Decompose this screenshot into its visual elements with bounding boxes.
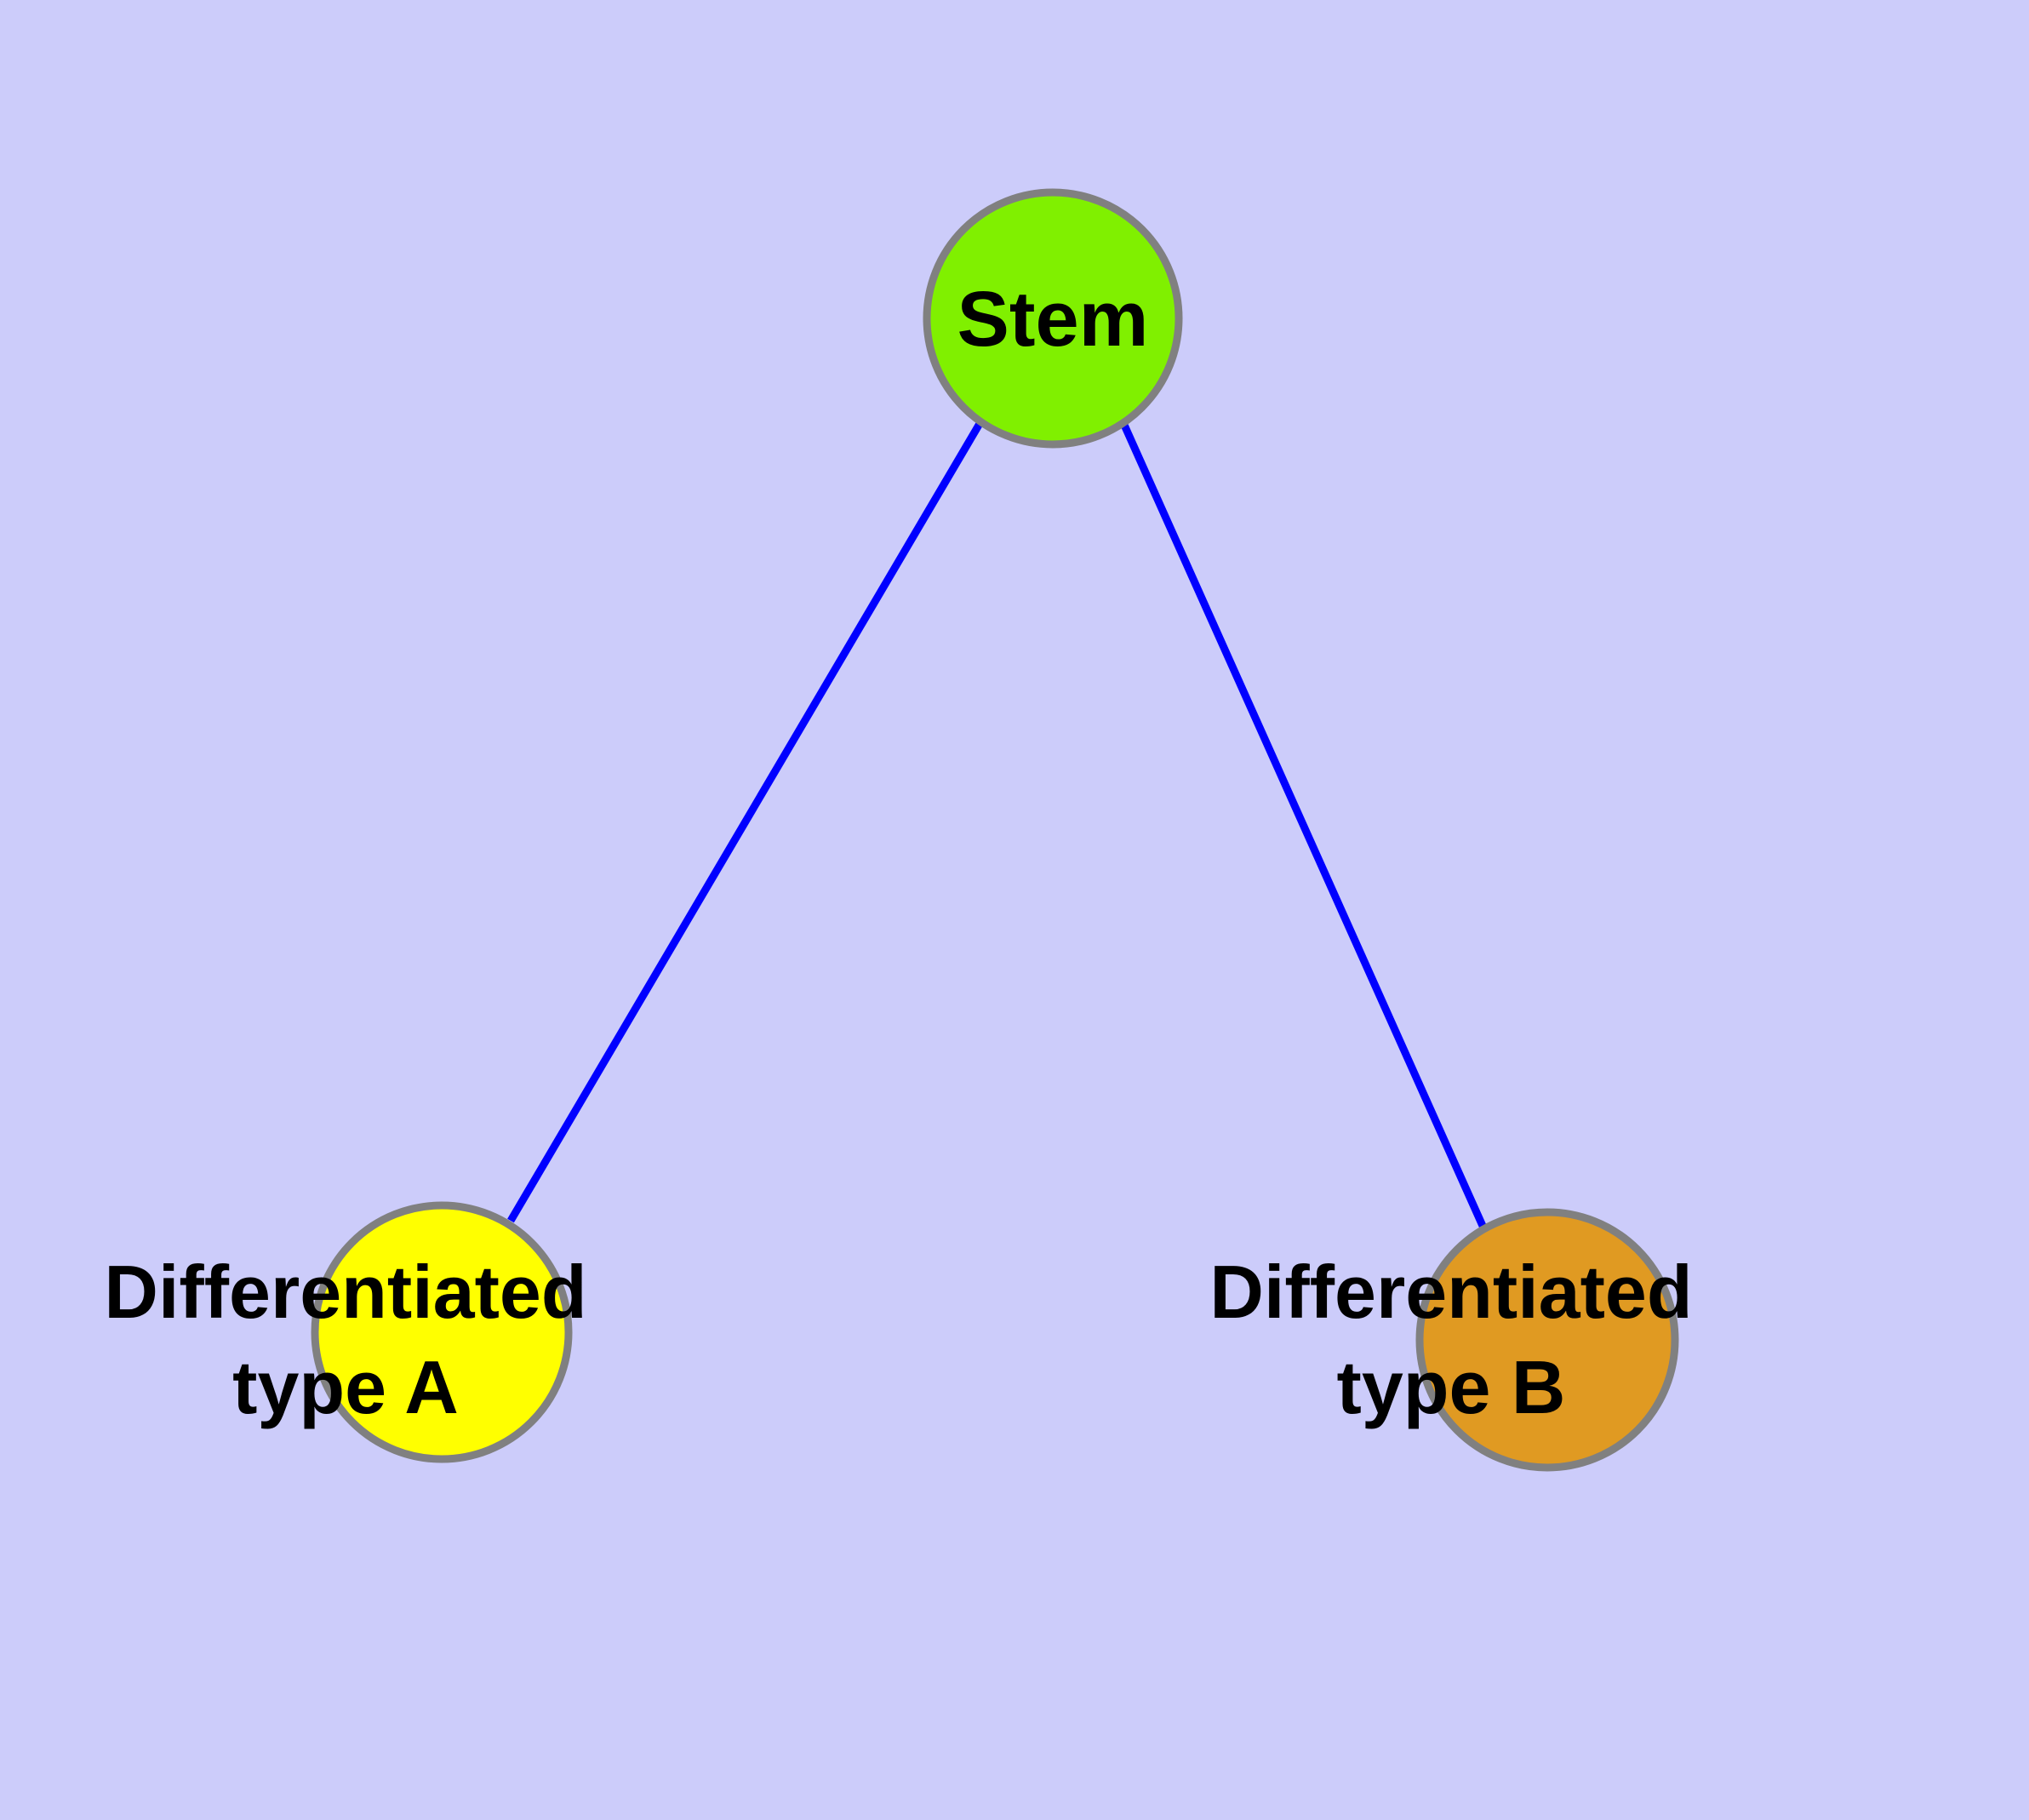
node-label-stem: Stem <box>957 276 1149 363</box>
edges-layer <box>507 420 1487 1228</box>
node-label-diff_b: Differentiated type B <box>1209 1250 1692 1429</box>
node-stem[interactable] <box>923 188 1183 449</box>
node-diff_a[interactable] <box>311 1201 573 1463</box>
label-line: type A <box>232 1345 459 1429</box>
nodes-layer <box>311 188 1679 1472</box>
edge-stem-diff-a[interactable] <box>507 420 984 1223</box>
label-line: type B <box>1337 1345 1566 1429</box>
label-line: Stem <box>957 276 1149 363</box>
node-diff_b[interactable] <box>1415 1208 1679 1472</box>
label-line: Differentiated <box>1209 1250 1692 1334</box>
edge-stem-diff-b[interactable] <box>1119 421 1487 1228</box>
label-line: Differentiated <box>104 1250 586 1334</box>
node-label-diff_a: Differentiated type A <box>104 1250 586 1429</box>
